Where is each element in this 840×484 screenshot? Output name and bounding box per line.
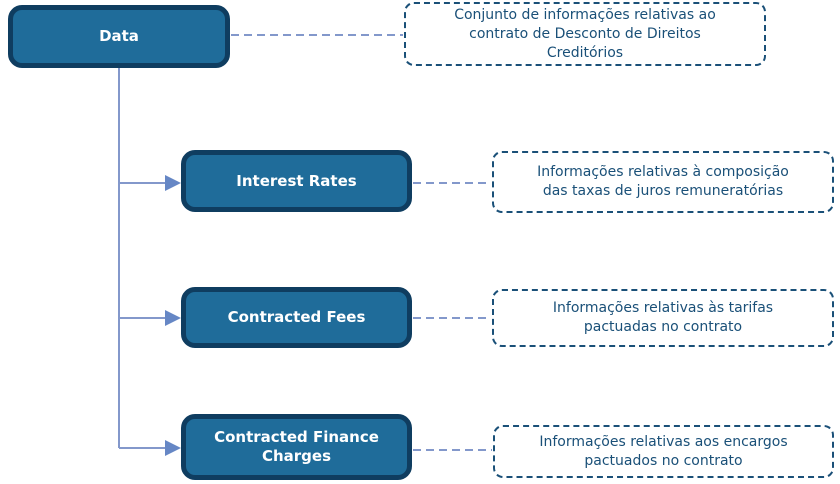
arrowhead-contracted-finance-charges-icon [165,440,181,456]
node-contracted-finance-charges: Contracted Finance Charges [181,414,412,480]
node-contracted-fees-label: Contracted Fees [227,308,366,327]
node-contracted-fees: Contracted Fees [181,287,412,348]
arrowhead-contracted-fees-icon [165,310,181,326]
note-interest-rates-description-text: Informações relativas à composição das t… [537,164,789,199]
node-data: Data [8,5,230,68]
note-data-description: Conjunto de informações relativas ao con… [404,2,766,66]
note-contracted-finance-charges-description: Informações relativas aos encargos pactu… [493,425,834,478]
note-data-description-text: Conjunto de informações relativas ao con… [454,6,716,61]
note-contracted-fees-description-text: Informações relativas às tarifas pactuad… [552,300,774,335]
arrowhead-interest-rates-icon [165,175,181,191]
node-interest-rates: Interest Rates [181,150,412,212]
node-data-label: Data [99,27,139,46]
node-contracted-finance-charges-label: Contracted Finance Charges [214,428,379,465]
note-interest-rates-description: Informações relativas à composição das t… [492,151,834,213]
note-contracted-fees-description: Informações relativas às tarifas pactuad… [492,289,834,347]
node-interest-rates-label: Interest Rates [236,171,357,190]
note-contracted-finance-charges-description-text: Informações relativas aos encargos pactu… [539,433,788,469]
